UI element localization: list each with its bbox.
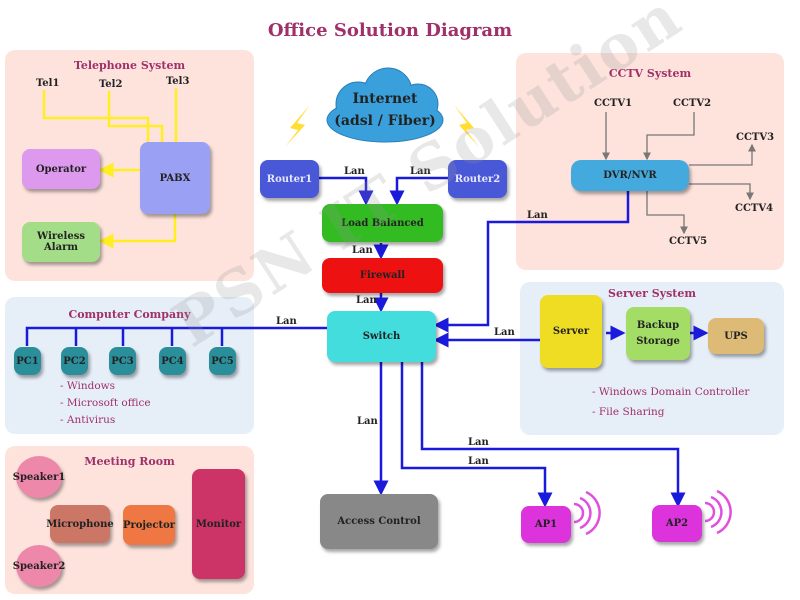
projector: Projector bbox=[123, 505, 175, 545]
lan-label-cctv: Lan bbox=[527, 210, 548, 221]
switch: Switch bbox=[327, 311, 436, 362]
tel1-label: Tel1 bbox=[36, 78, 60, 89]
lan-label-server: Lan bbox=[494, 327, 515, 338]
internet-label: Internet bbox=[352, 91, 418, 107]
speaker1: Speaker1 bbox=[13, 456, 65, 498]
meeting-panel-title: Meeting Room bbox=[84, 455, 175, 468]
lan-label-firewall: Lan bbox=[356, 295, 377, 306]
ups: UPS bbox=[708, 318, 764, 354]
firewall: Firewall bbox=[322, 258, 443, 293]
backup-storage: Backup Storage bbox=[626, 307, 690, 360]
server: Server bbox=[540, 295, 602, 368]
computer-bullet-windows: - Windows bbox=[60, 380, 116, 392]
wifi-ap2-arc1 bbox=[704, 501, 716, 523]
server-panel-title: Server System bbox=[608, 287, 696, 300]
speaker2: Speaker2 bbox=[13, 545, 65, 587]
lan-label-computer: Lan bbox=[276, 316, 297, 327]
internet-cloud-icon bbox=[326, 67, 444, 143]
cctv5-label: CCTV5 bbox=[669, 236, 708, 247]
pabx: PABX bbox=[140, 142, 210, 214]
cctv-panel-title: CCTV System bbox=[608, 67, 692, 80]
computer-panel-title: Computer Company bbox=[68, 308, 191, 321]
lan-label-ap2: Lan bbox=[468, 437, 489, 448]
lan-label-ap1: Lan bbox=[468, 456, 489, 467]
dvr-nvr: DVR/NVR bbox=[571, 160, 689, 191]
router1: Router1 bbox=[260, 160, 319, 198]
ap2: AP2 bbox=[652, 505, 702, 542]
pc4: PC4 bbox=[159, 347, 186, 375]
tel2-label: Tel2 bbox=[99, 79, 123, 90]
pc5: PC5 bbox=[209, 347, 236, 375]
lightning-right bbox=[454, 105, 479, 147]
router2: Router2 bbox=[448, 160, 507, 198]
cctv4-label: CCTV4 bbox=[735, 203, 774, 214]
lan-label-load-balanced: Lan bbox=[352, 245, 373, 256]
cctv3-label: CCTV3 bbox=[736, 132, 775, 143]
lightning-left bbox=[285, 105, 310, 147]
monitor: Monitor bbox=[192, 469, 245, 579]
internet-type-label: (adsl / Fiber) bbox=[334, 113, 436, 129]
pc1: PC1 bbox=[14, 347, 41, 375]
wifi-ap1-arc2 bbox=[579, 496, 592, 530]
wifi-ap2-arc2 bbox=[710, 495, 723, 529]
server-bullet-file-sharing: - File Sharing bbox=[592, 406, 665, 418]
cctv1-label: CCTV1 bbox=[594, 98, 633, 109]
pc3: PC3 bbox=[109, 347, 136, 375]
microphone: Microphone bbox=[46, 505, 114, 543]
operator: Operator bbox=[22, 149, 100, 189]
ap1: AP1 bbox=[521, 506, 571, 543]
cctv2-label: CCTV2 bbox=[673, 98, 712, 109]
computer-bullet-office: - Microsoft office bbox=[60, 397, 151, 409]
wireless-alarm: Wireless Alarm bbox=[22, 222, 100, 262]
lan-label-router2: Lan bbox=[410, 166, 431, 177]
diagram-title: Office Solution Diagram bbox=[267, 20, 513, 41]
wifi-ap2-arc3 bbox=[716, 489, 732, 535]
server-bullet-domain: - Windows Domain Controller bbox=[592, 386, 750, 398]
tel3-label: Tel3 bbox=[166, 76, 190, 87]
wifi-ap1-arc3 bbox=[585, 490, 601, 536]
computer-bullet-antivirus: - Antivirus bbox=[60, 414, 116, 426]
load-balanced: Load Balanced bbox=[322, 204, 443, 242]
access-control: Access Control bbox=[320, 494, 438, 549]
pc2: PC2 bbox=[61, 347, 88, 375]
lan-label-router1: Lan bbox=[344, 166, 365, 177]
lan-label-access-control: Lan bbox=[357, 416, 378, 427]
wifi-ap1-arc1 bbox=[573, 502, 585, 524]
telephone-panel-title: Telephone System bbox=[73, 59, 186, 72]
